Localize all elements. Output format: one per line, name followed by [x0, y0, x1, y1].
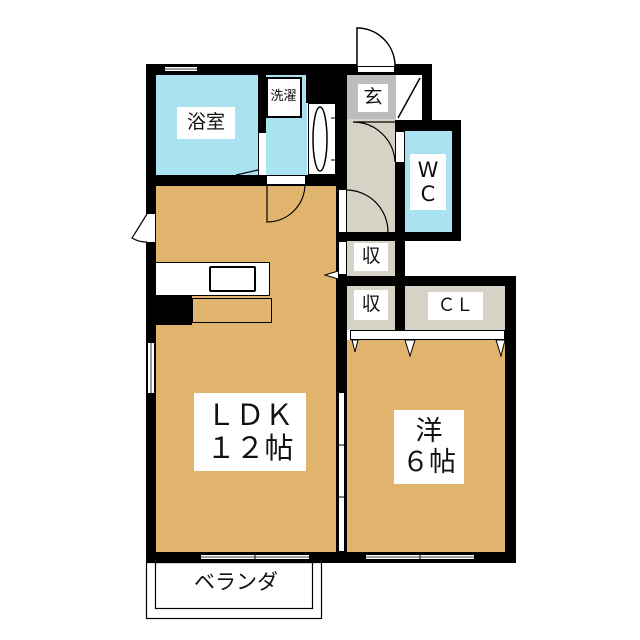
hallway-floor [346, 119, 396, 233]
wc-wall-top [395, 120, 461, 131]
outer-wall-right [505, 276, 516, 563]
kitchen-sink [209, 266, 256, 292]
kitchen-wall-block [146, 295, 192, 325]
laundry-door-gap[interactable] [267, 176, 305, 184]
storage-divider [346, 276, 516, 286]
storage-1-door-gap[interactable] [339, 242, 346, 274]
room-label-storage-1: 収 [354, 243, 388, 271]
room-label-closet: ＣＬ [428, 292, 483, 320]
bath-laundry-partition [258, 75, 266, 175]
room-label-western: 洋 ６帖 [394, 410, 464, 484]
outer-wall-bottom [146, 552, 516, 563]
room-label-veranda: ベランダ [194, 569, 278, 594]
closet-sliding-door [350, 330, 505, 340]
wc-wall-bottom [346, 232, 461, 241]
entrance-wall-right [422, 64, 432, 122]
room-label-wc: W C [410, 154, 446, 210]
central-wall [336, 64, 347, 563]
bath-wall-bottom [146, 175, 346, 186]
room-label-bath: 浴室 [177, 107, 235, 139]
bath-door-gap[interactable] [259, 133, 266, 175]
outer-wall-top [146, 64, 346, 75]
room-label-storage-2: 収 [354, 290, 388, 320]
hall-door-gap[interactable] [339, 190, 346, 232]
sliding-door-ldk-western [338, 392, 345, 552]
laundry-column [306, 75, 336, 103]
wc-door-gap[interactable] [396, 132, 404, 162]
kitchen-lower-counter [192, 298, 272, 323]
room-label-entrance: 玄 [358, 84, 388, 112]
wc-wall-left [395, 120, 405, 283]
room-label-laundry: 洗濯 [268, 86, 299, 108]
room-label-ldk: ＬＤＫ １２帖 [194, 393, 306, 471]
front-door-gap[interactable] [357, 66, 395, 73]
ldk-floor [155, 185, 337, 553]
wc-wall-right [452, 120, 461, 241]
side-door-gap[interactable] [147, 214, 155, 242]
closet-divider [395, 283, 405, 340]
